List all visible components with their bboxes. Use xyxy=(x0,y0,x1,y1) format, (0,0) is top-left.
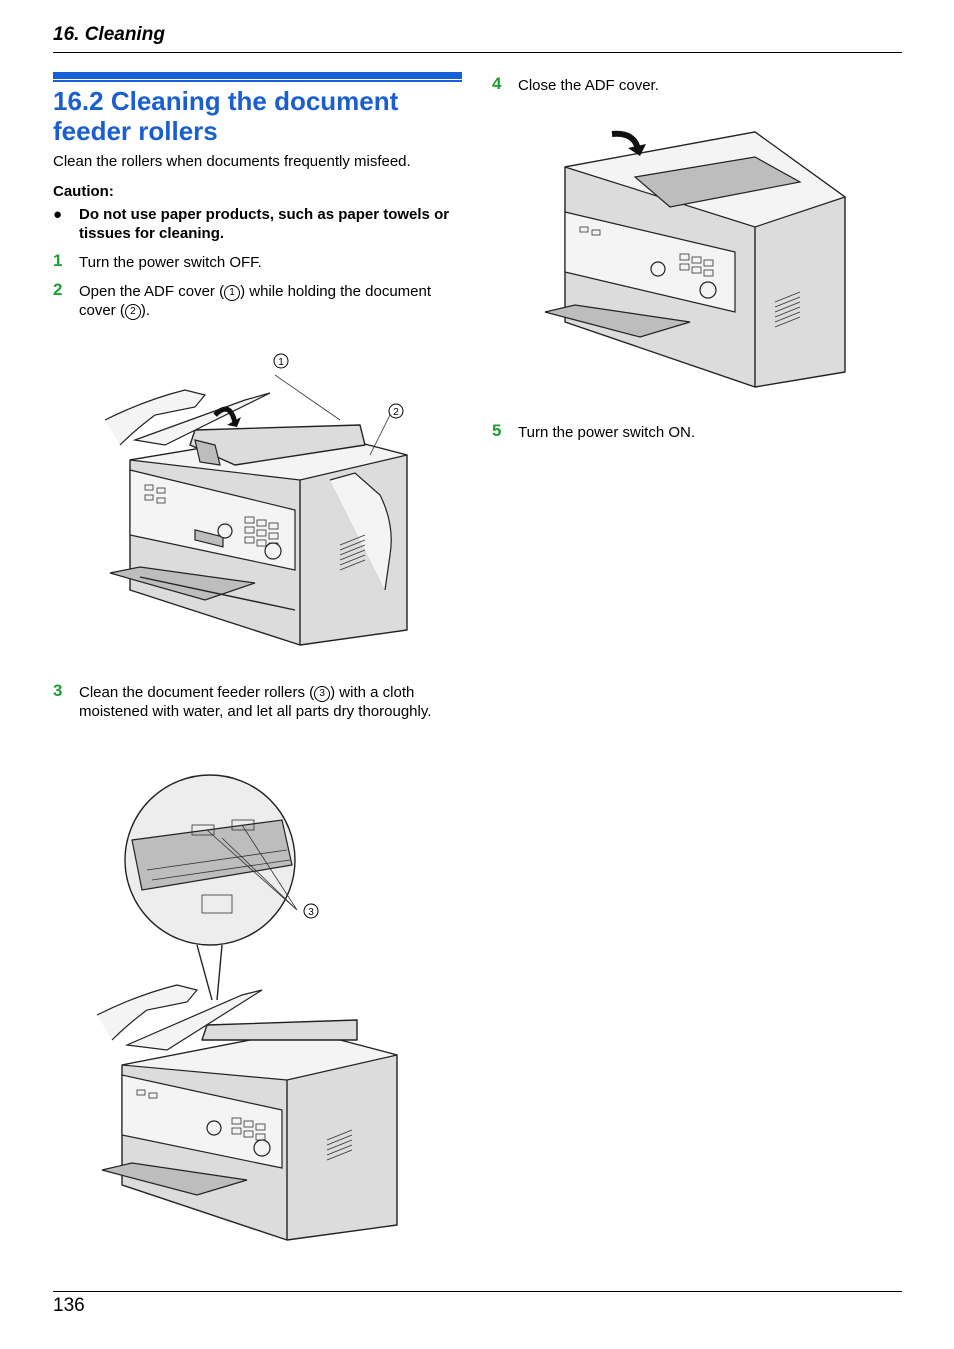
ref-circle-1: 1 xyxy=(224,285,241,301)
caution-label: Caution: xyxy=(53,183,114,200)
illustration-open-adf: 1 2 xyxy=(104,353,408,646)
ref-circle-2: 2 xyxy=(124,304,141,320)
footer-rule xyxy=(53,1291,902,1292)
step-1-number: 1 xyxy=(53,251,63,270)
title-bar xyxy=(53,72,462,79)
callout-2: 2 xyxy=(393,407,399,418)
illustration-clean-rollers: 3 xyxy=(96,774,398,1241)
caution-bullet: Do not use paper products, such as paper… xyxy=(79,206,450,242)
step-4-text: Close the ADF cover. xyxy=(518,77,659,94)
illustration-close-adf xyxy=(544,130,847,388)
step-3-text: Clean the document feeder rollers (3) wi… xyxy=(79,684,432,720)
bullet-icon: ● xyxy=(53,206,63,223)
step-5-number: 5 xyxy=(492,421,502,440)
callout-3: 3 xyxy=(308,907,314,918)
title-bar-underline xyxy=(53,80,462,82)
step-2-text: Open the ADF cover (1) while holding the… xyxy=(79,283,432,320)
step-1-text: Turn the power switch OFF. xyxy=(79,254,262,271)
step-4-number: 4 xyxy=(492,74,502,93)
ref-circle-3: 3 xyxy=(314,686,331,702)
step-3-number: 3 xyxy=(53,681,63,700)
intro-text: Clean the rollers when documents frequen… xyxy=(53,153,411,170)
step-5-text: Turn the power switch ON. xyxy=(518,424,696,441)
callout-1: 1 xyxy=(278,357,284,368)
step-2-number: 2 xyxy=(53,280,63,299)
page-number: 136 xyxy=(53,1295,85,1316)
section-header: 16. Cleaning xyxy=(53,24,165,45)
page-title: 16.2 Cleaning the document feeder roller… xyxy=(53,86,399,146)
header-rule xyxy=(53,52,902,53)
